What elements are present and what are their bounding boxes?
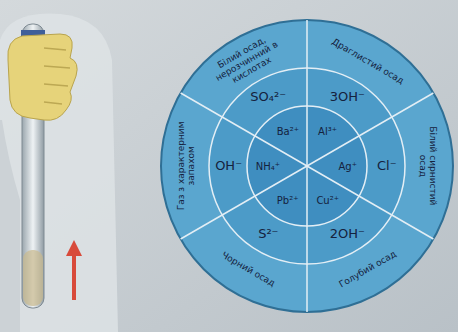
anion-cell: OH⁻ [215,159,243,173]
sector-lines [181,20,434,312]
anion-cell: 2OH⁻ [329,227,366,241]
sector-text: OH⁻ [215,159,243,173]
outer-ring [161,20,453,312]
cation-cell: Ba²⁺ [276,126,300,137]
cation-cell: NH₄⁺ [255,161,281,172]
arrow-shaft [72,252,76,300]
sector-text: Cu²⁺ [316,195,340,206]
anion-cell: SO₄²⁻ [250,90,287,104]
sector-text: 3OH⁻ [329,90,366,104]
cation-cell: Pb²⁺ [276,195,299,206]
sector-text: Ag⁺ [338,161,358,172]
arm [0,120,20,332]
cation-cell: Al³⁺ [318,126,338,137]
anion-cell: 3OH⁻ [329,90,366,104]
precipitate-label: Білий сирнистий осад [417,116,437,216]
sector-text: Al³⁺ [318,126,338,137]
sector-text: SO₄²⁻ [250,90,287,104]
cation-cell: Ag⁺ [338,161,358,172]
sector-text: NH₄⁺ [255,161,281,172]
sector-text: 2OH⁻ [329,227,366,241]
sector-text: Газ з характерним запахом [177,116,197,216]
precipitate-label: Газ з характерним запахом [177,116,197,216]
sector-text: Pb²⁺ [276,195,299,206]
anion-cell: Cl⁻ [376,159,397,173]
sector-text: S²⁻ [257,227,279,241]
finger-lines [44,48,70,104]
arrow-head [66,240,82,256]
anion-cell: S²⁻ [257,227,279,241]
tube-liquid [23,250,43,306]
gloved-hand [8,34,77,120]
sleeve-shadow [0,14,118,332]
cation-cell: Cu²⁺ [316,195,340,206]
sector-text: Ba²⁺ [276,126,300,137]
sector-text: Cl⁻ [376,159,397,173]
sector-text: Білий сирнистий осад [417,116,437,216]
